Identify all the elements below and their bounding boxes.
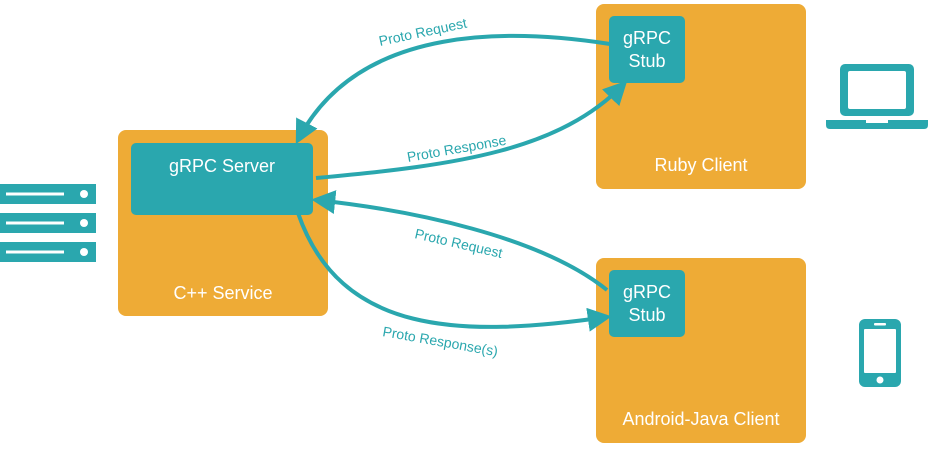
grpc-server-box: gRPC Server (131, 143, 313, 215)
android-response-arrow (296, 212, 612, 332)
android-stub-line2: Stub (628, 305, 666, 325)
grpc-server-label: gRPC Server (168, 156, 276, 176)
cpp-service-box: gRPC Server C++ Service (118, 130, 328, 316)
ruby-request-arrow (295, 33, 611, 145)
ruby-stub-line2: Stub (628, 51, 666, 71)
ruby-response-arrow (315, 80, 628, 180)
ruby-client-box: gRPC Stub Ruby Client (596, 4, 806, 189)
android-request-label: Proto Request (413, 225, 504, 261)
ruby-request-label: Proto Request (377, 15, 468, 49)
server-rack-icon (0, 184, 96, 262)
android-stub-line1: gRPC (622, 282, 671, 302)
android-grpc-stub-box: gRPC Stub (609, 270, 685, 337)
cpp-service-label: C++ Service (173, 283, 273, 303)
android-client-label: Android-Java Client (622, 409, 780, 429)
ruby-grpc-stub-box: gRPC Stub (609, 16, 685, 83)
smartphone-icon (859, 319, 901, 387)
laptop-icon (826, 64, 928, 129)
android-request-arrow (311, 190, 609, 292)
ruby-stub-line1: gRPC (622, 28, 671, 48)
ruby-client-label: Ruby Client (654, 155, 748, 175)
android-client-box: gRPC Stub Android-Java Client (596, 258, 806, 443)
